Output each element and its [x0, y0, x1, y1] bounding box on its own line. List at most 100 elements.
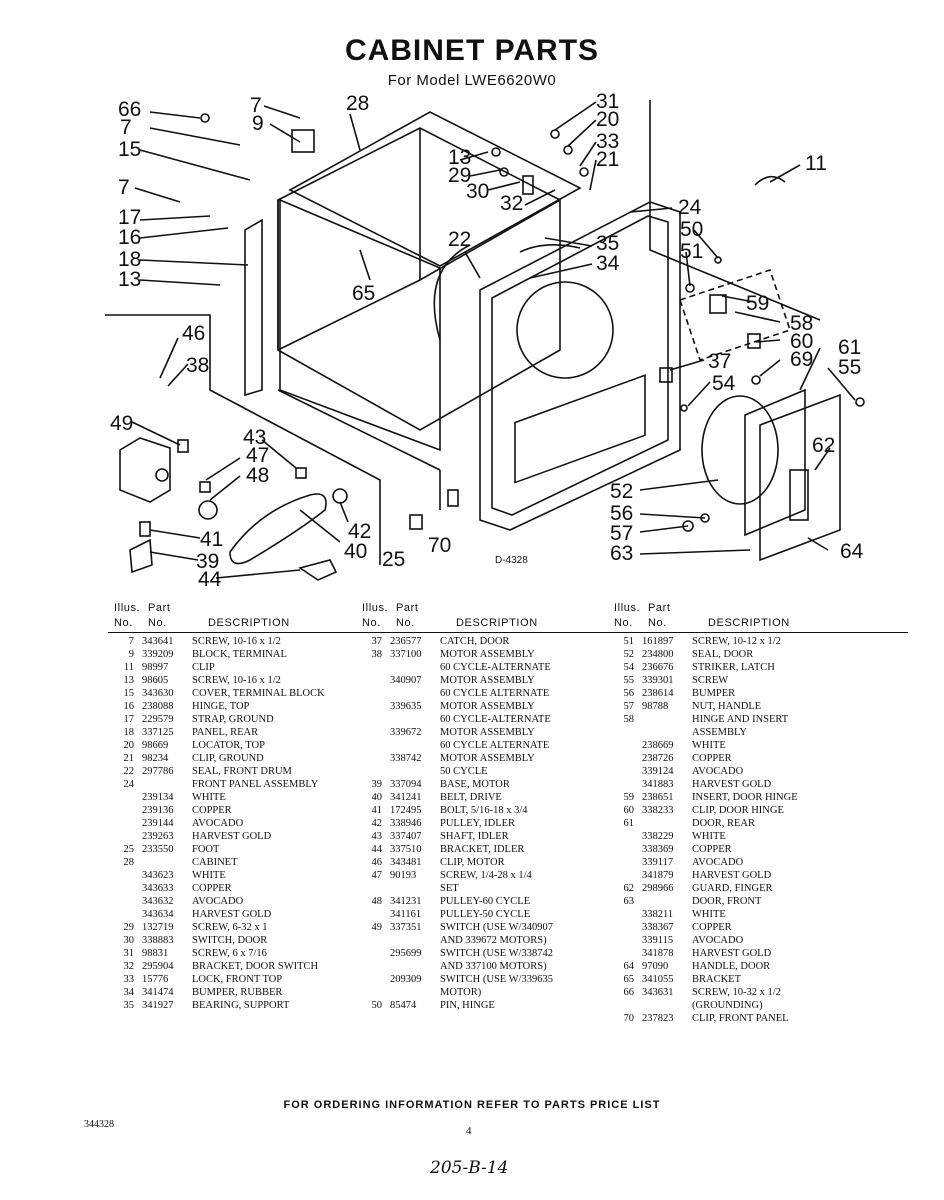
- part-description: PULLEY-50 CYCLE: [440, 909, 531, 920]
- part-number: 338742: [390, 753, 422, 764]
- illus-number: 49: [371, 922, 383, 933]
- illus-number: 56: [623, 688, 635, 699]
- part-description: LOCATOR, TOP: [192, 740, 265, 751]
- illus-number: 7: [128, 636, 134, 647]
- callout-number: 11: [805, 152, 827, 175]
- part-description: HARVEST GOLD: [692, 948, 772, 959]
- illus-number: 18: [123, 727, 135, 738]
- part-number: 98788: [642, 701, 669, 712]
- callout-number: 64: [840, 540, 864, 563]
- part-number: 297786: [142, 766, 174, 777]
- callout-number: 65: [352, 282, 375, 305]
- part-description: HINGE AND INSERT: [692, 714, 789, 725]
- part-number: 298966: [642, 883, 674, 894]
- rear-door: [744, 388, 806, 537]
- illus-number: 30: [123, 935, 135, 946]
- part-number: 340907: [390, 675, 422, 686]
- illus-number: 38: [371, 649, 383, 660]
- callout-number: 58: [790, 312, 813, 335]
- part-number: 234800: [642, 649, 674, 660]
- part-description: PULLEY-60 CYCLE: [440, 896, 531, 907]
- illus-number: 37: [371, 636, 383, 647]
- table-row: 33 15776 LOCK, FRONT TOP: [108, 973, 408, 986]
- illus-number: 66: [623, 987, 635, 998]
- part-number: 339115: [642, 935, 674, 946]
- part-number: 338229: [642, 831, 674, 842]
- callout-number: 18: [118, 248, 141, 271]
- ordering-note: FOR ORDERING INFORMATION REFER TO PARTS …: [283, 1099, 661, 1111]
- illus-number: 41: [371, 805, 383, 816]
- callout-number: 37: [708, 350, 731, 373]
- part-number: 339209: [142, 649, 174, 660]
- part-description: BUMPER: [692, 688, 736, 699]
- cabinet-top: [288, 111, 582, 267]
- part-description: AND 339672 MOTORS): [440, 935, 547, 946]
- part-number: 209309: [390, 974, 422, 985]
- part-number: 238669: [642, 740, 674, 751]
- part-number: 337510: [390, 844, 422, 855]
- part-description: INSERT, DOOR HINGE: [692, 792, 798, 803]
- part-description: BRACKET, DOOR SWITCH: [192, 961, 319, 972]
- illus-number: 52: [623, 649, 635, 660]
- part-number: 239144: [142, 818, 174, 829]
- illus-number: 58: [623, 714, 635, 725]
- part-number: 343634: [142, 909, 174, 920]
- callout-number: 7: [250, 94, 262, 117]
- callout-number: 49: [110, 412, 133, 435]
- part-number: 341055: [642, 974, 674, 985]
- part-number: 339301: [642, 675, 674, 686]
- part-description: FOOT: [192, 844, 220, 855]
- part-number: 15776: [142, 974, 169, 985]
- table-row: 58 HINGE AND INSERT: [608, 713, 908, 726]
- part-description: AVOCADO: [192, 818, 244, 829]
- part-description: CLIP, FRONT PANEL: [692, 1013, 789, 1024]
- illus-number: 17: [123, 714, 135, 725]
- callout-number: 16: [118, 226, 141, 249]
- part-number: 337407: [390, 831, 422, 842]
- callout-number: 31: [596, 90, 619, 113]
- part-number: 239136: [142, 805, 174, 816]
- illus-number: 33: [123, 974, 135, 985]
- rear-panel: [244, 218, 263, 397]
- illus-number: 29: [123, 922, 135, 933]
- part-number: 341883: [642, 779, 674, 790]
- callout-number: 61: [838, 336, 861, 359]
- callout-number: 69: [790, 348, 813, 371]
- part-number: 337351: [390, 922, 422, 933]
- callout-number: 25: [382, 548, 405, 571]
- callout-number: 21: [596, 148, 619, 171]
- part-description: MOTOR ASSEMBLY: [440, 649, 535, 660]
- callout-number: 29: [448, 164, 471, 187]
- table-row: AND 339672 MOTORS): [356, 934, 656, 947]
- callout-number: 56: [610, 502, 633, 525]
- callout-number: 13: [448, 146, 471, 169]
- part-description: LOCK, FRONT TOP: [192, 974, 283, 985]
- part-description: BUMPER, RUBBER: [192, 987, 283, 998]
- illus-number: 43: [371, 831, 383, 842]
